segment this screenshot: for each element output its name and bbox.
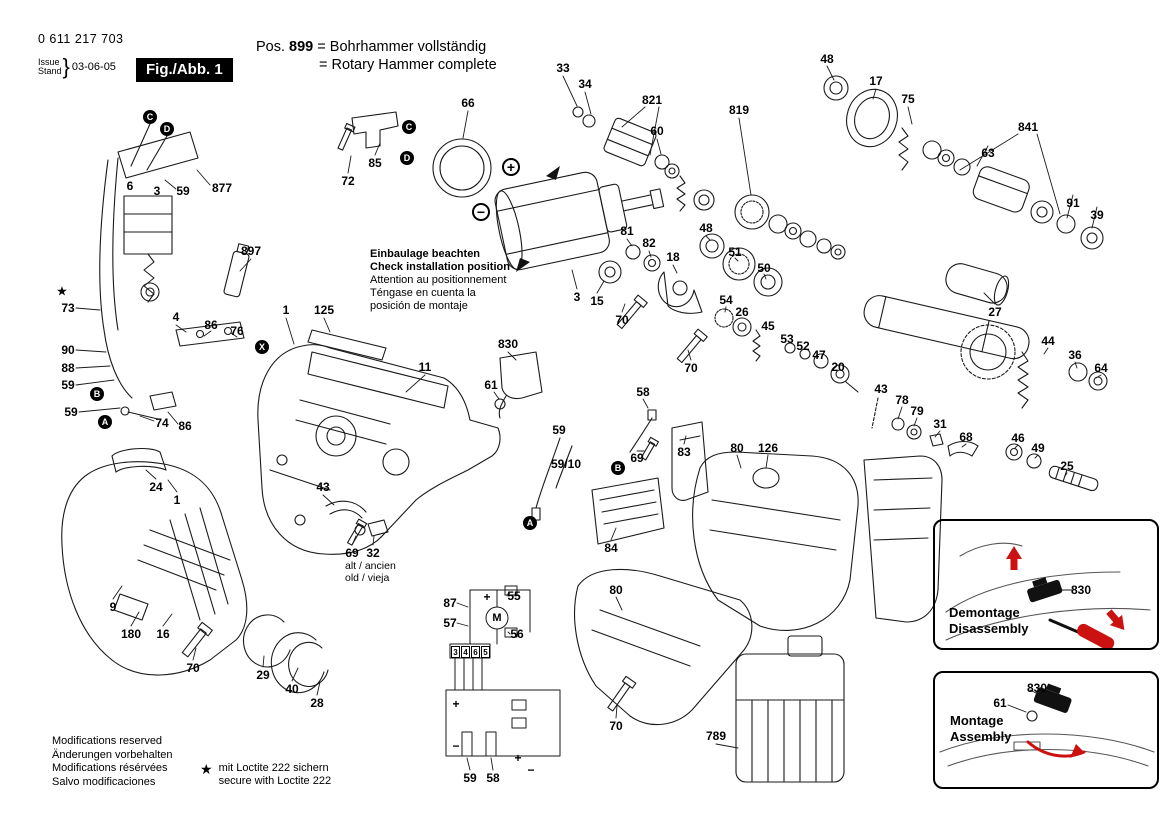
hammer-shaft-drawing <box>863 263 1108 492</box>
stand-label: Stand <box>38 66 62 76</box>
motor-symbol-label: M <box>492 612 502 624</box>
mechanism-877-drawing <box>99 123 199 399</box>
screw-70-handle-drawing <box>181 621 213 658</box>
inset-disassembly-title-en: Disassembly <box>949 621 1029 636</box>
inset-disassembly-box: Demontage Disassembly <box>933 519 1159 650</box>
loctite-note: ★ mit Loctite 222 sichern secure with Lo… <box>200 762 331 788</box>
retaining-rings-drawing <box>243 614 329 694</box>
star-icon: ★ <box>200 761 213 777</box>
issue-brace: } <box>62 54 70 79</box>
inset-disassembly-drawing <box>945 542 1151 650</box>
inset-assembly-drawing <box>939 683 1155 767</box>
document-number: 0 611 217 703 <box>38 32 124 46</box>
installation-note-bold: Einbaulage beachten Check installation p… <box>370 248 510 273</box>
inset-assembly-title: Montage Assembly <box>950 713 1011 745</box>
inset-disassembly-title: Demontage Disassembly <box>949 605 1029 637</box>
leader-lines <box>75 65 1102 771</box>
installation-note-rest: Attention au positionnement Téngase en c… <box>370 274 507 312</box>
pos-title-en: = Rotary Hammer complete <box>319 57 497 73</box>
pos-label: Pos. <box>256 39 286 55</box>
position-header: Pos. 899 = Bohrhammer vollständig = Rota… <box>256 38 497 74</box>
top-axis-parts-drawing <box>572 75 1104 260</box>
bearing-clutch-drawing <box>598 233 859 393</box>
inset-assembly-title-de: Montage <box>950 713 1004 728</box>
clip-screw-plate-drawing <box>325 500 389 546</box>
handle-housing-drawing <box>61 447 248 676</box>
ring-66-drawing <box>337 111 492 198</box>
position-header-line1: Pos. 899 = Bohrhammer vollständig <box>256 38 497 56</box>
battery-drawing <box>735 635 845 783</box>
housing-shells-drawing <box>574 451 943 726</box>
main-housing-drawing <box>257 329 501 555</box>
grease-tube-drawing <box>223 243 250 298</box>
modifications-note: Modifications reserved Änderungen vorbeh… <box>52 735 173 788</box>
bracket-and-screws-drawing <box>120 321 245 420</box>
inset-assembly-box: Montage Assembly <box>933 671 1159 789</box>
issue-date: 03-06-05 <box>71 61 116 73</box>
pos-title-de: = Bohrhammer vollständig <box>317 39 487 55</box>
loctite-note-lines: mit Loctite 222 sichern secure with Loct… <box>218 762 332 787</box>
wiring-schematic-drawing <box>445 585 561 757</box>
figure-label: Fig./Abb. 1 <box>136 58 233 82</box>
pos-number: 899 <box>289 39 314 55</box>
issue-stand-block: Issue Stand } 03-06-05 <box>38 54 116 80</box>
wires-brackets-drawing <box>531 409 709 545</box>
motor-drawing <box>494 166 665 272</box>
inset-disassembly-title-de: Demontage <box>949 605 1020 620</box>
old-part-note: alt / ancien old / vieja <box>345 560 396 584</box>
issue-label: Issue <box>38 56 60 67</box>
inset-assembly-title-en: Assembly <box>950 729 1012 744</box>
switch-830-drawing <box>494 351 543 419</box>
